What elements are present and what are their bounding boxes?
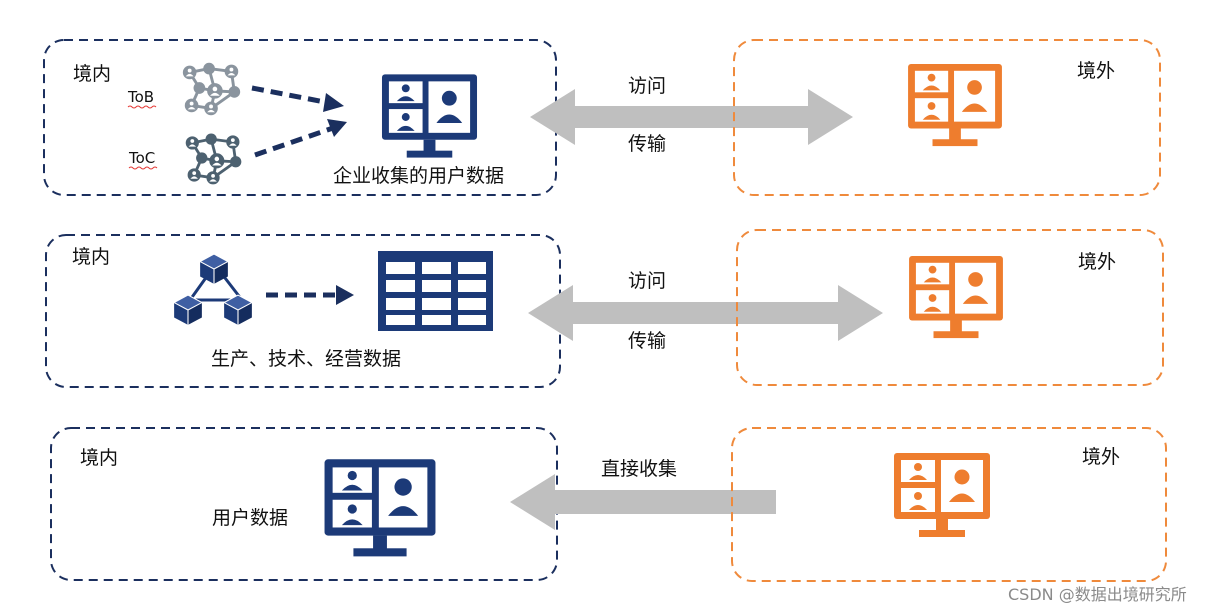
watermark: CSDN @数据出境研究所 [1008,585,1187,604]
bidirectional-arrow-2 [528,285,883,341]
monitor-users-icon [381,74,478,158]
table-grid-icon [378,251,493,331]
tob-underline [127,105,157,109]
domestic-box-3 [50,427,558,581]
left-arrow-3 [510,474,776,530]
foreign-label-2: 境外 [1078,251,1116,273]
network-icon-gray [181,61,242,117]
foreign-label-3: 境外 [1082,446,1120,468]
bidirectional-arrow-1 [530,89,853,145]
monitor-users-icon [894,453,990,537]
foreign-label-1: 境外 [1077,60,1115,82]
arrow-bottom-label-2: 传输 [628,330,666,352]
monitor-users-icon [324,459,436,557]
dashed-arrow-toc [254,119,347,158]
monitor-users-icon [908,63,1002,147]
foreign-box-2 [736,229,1164,386]
dashed-arrow-tob [251,85,344,112]
domestic-caption-2: 生产、技术、经营数据 [211,348,401,370]
foreign-box-1 [733,39,1161,196]
row-3: 境内 用户数据 直接收集 境外 [50,427,1167,582]
domestic-label-1: 境内 [73,63,111,85]
arrow-top-label-2: 访问 [628,270,666,292]
arrow-top-label-1: 访问 [628,75,666,97]
domestic-caption-1: 企业收集的用户数据 [333,165,504,187]
monitor-users-icon [909,255,1003,339]
domestic-label-2: 境内 [72,246,110,268]
dashed-arrow-data [266,285,354,305]
toc-label: ToC [128,149,155,167]
row-2: 境内 生产、技术、经营数据 访问 传输 境外 [45,229,1164,388]
row-1: 境内 ToB ToC 企业收集的用户数据 访问 传输 境外 [43,39,1161,196]
network-icon-dark [184,131,243,186]
foreign-box-3 [731,427,1167,582]
toc-underline [128,166,158,170]
tob-label: ToB [127,88,154,106]
cubes-icon [173,253,253,326]
arrow-top-label-3: 直接收集 [601,458,677,480]
domestic-caption-3: 用户数据 [212,507,288,529]
domestic-label-3: 境内 [80,447,118,469]
arrow-bottom-label-1: 传输 [628,133,666,155]
